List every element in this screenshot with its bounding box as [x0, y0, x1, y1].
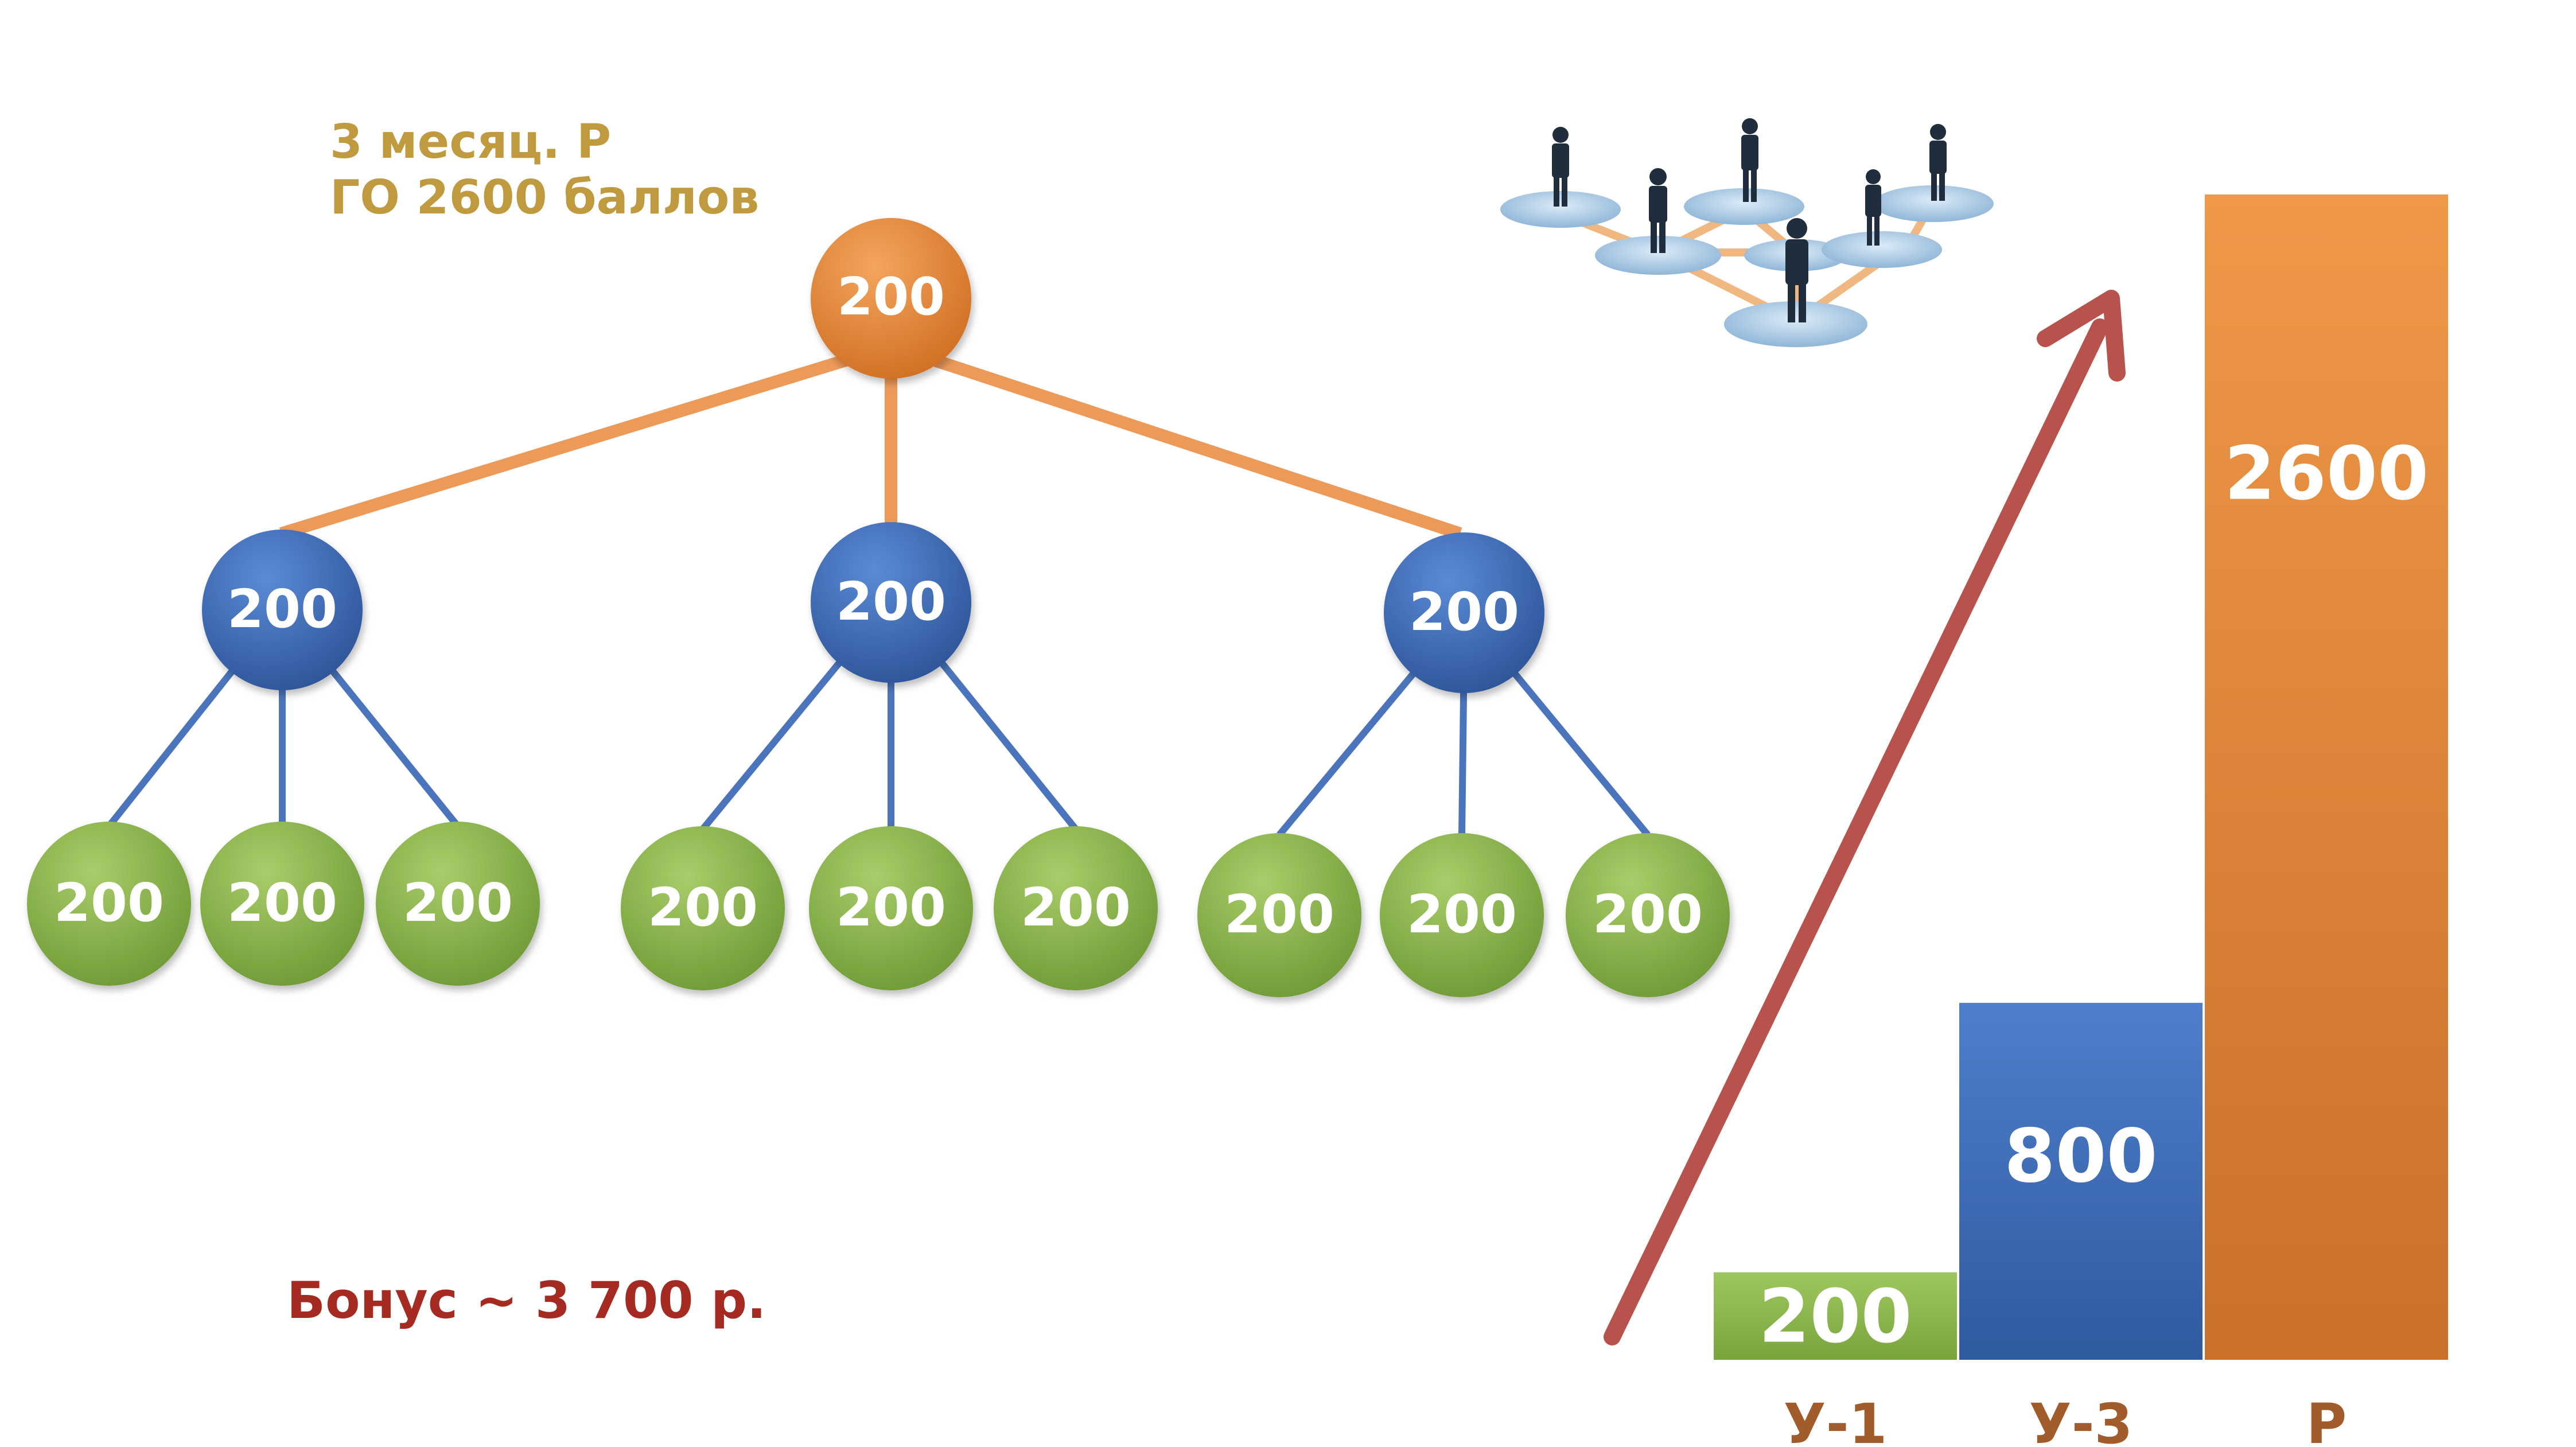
node-level3-2-2-label: 200: [836, 877, 946, 938]
heading-line-1: 3 месяц. Р: [330, 115, 612, 169]
tree-node-level3-1-2: 200: [200, 822, 364, 986]
node-level3-2-3-label: 200: [1021, 877, 1131, 938]
node-level3-1-2-label: 200: [227, 872, 337, 933]
node-level3-1-1-label: 200: [54, 872, 164, 933]
node-level3-2-1-label: 200: [648, 877, 758, 938]
bar-value-label-2: 800: [2004, 1114, 2157, 1199]
bar-3: [2203, 192, 2450, 1362]
node-level3-3-2-label: 200: [1407, 884, 1517, 945]
bar-category-label-1: У-1: [1784, 1392, 1888, 1447]
chart-heading: 3 месяц. Р ГО 2600 баллов: [330, 115, 759, 226]
tree-node-level2-3: 200: [1384, 532, 1544, 693]
node-level2-2-label: 200: [836, 571, 946, 632]
connector-middle-1: [700, 635, 863, 831]
node-level3-3-3-label: 200: [1593, 884, 1703, 945]
tree-node-level3-3-1: 200: [1197, 833, 1361, 997]
tree-node-root: 200: [811, 218, 971, 379]
tree-connectors: [106, 349, 1651, 837]
bar-category-label-2: У-3: [2029, 1392, 2133, 1447]
node-level2-1-label: 200: [227, 578, 337, 640]
node-root-label: 200: [837, 267, 945, 327]
bar-category-label-3: Р: [2306, 1392, 2347, 1447]
tree-node-level3-2-2: 200: [809, 826, 973, 990]
bar-value-label-1: 200: [1758, 1274, 1912, 1360]
connector-right-1: [1277, 646, 1437, 837]
business-people-network-icon: [1500, 118, 1994, 347]
tree-node-level3-1-3: 200: [376, 822, 540, 986]
connector-right-3: [1491, 646, 1651, 837]
node-level2-3-label: 200: [1409, 581, 1519, 643]
tree-node-level3-2-3: 200: [994, 826, 1158, 990]
bar-value-label-3: 2600: [2224, 431, 2429, 517]
tree-node-level3-1-1: 200: [27, 822, 191, 986]
growth-arrow: [1604, 290, 2126, 1345]
tree-node-level3-3-3: 200: [1566, 833, 1730, 997]
connector-left-1: [106, 643, 255, 828]
tree-node-level2-2: 200: [811, 522, 971, 683]
connector-left-3: [309, 643, 461, 828]
heading-line-2: ГО 2600 баллов: [330, 170, 760, 225]
connector-root-right: [919, 349, 1462, 540]
tree-node-level3-2-1: 200: [621, 826, 785, 990]
tree-node-level2-1: 200: [202, 530, 363, 690]
connector-middle-3: [918, 635, 1079, 831]
tree-node-level3-3-2: 200: [1380, 833, 1544, 997]
node-level3-3-1-label: 200: [1224, 884, 1334, 945]
node-level3-1-3-label: 200: [403, 872, 513, 933]
connector-root-left: [279, 349, 863, 540]
bar-2: [1957, 1000, 2205, 1363]
bonus-text: Бонус ~ 3 700 р.: [287, 1271, 766, 1330]
